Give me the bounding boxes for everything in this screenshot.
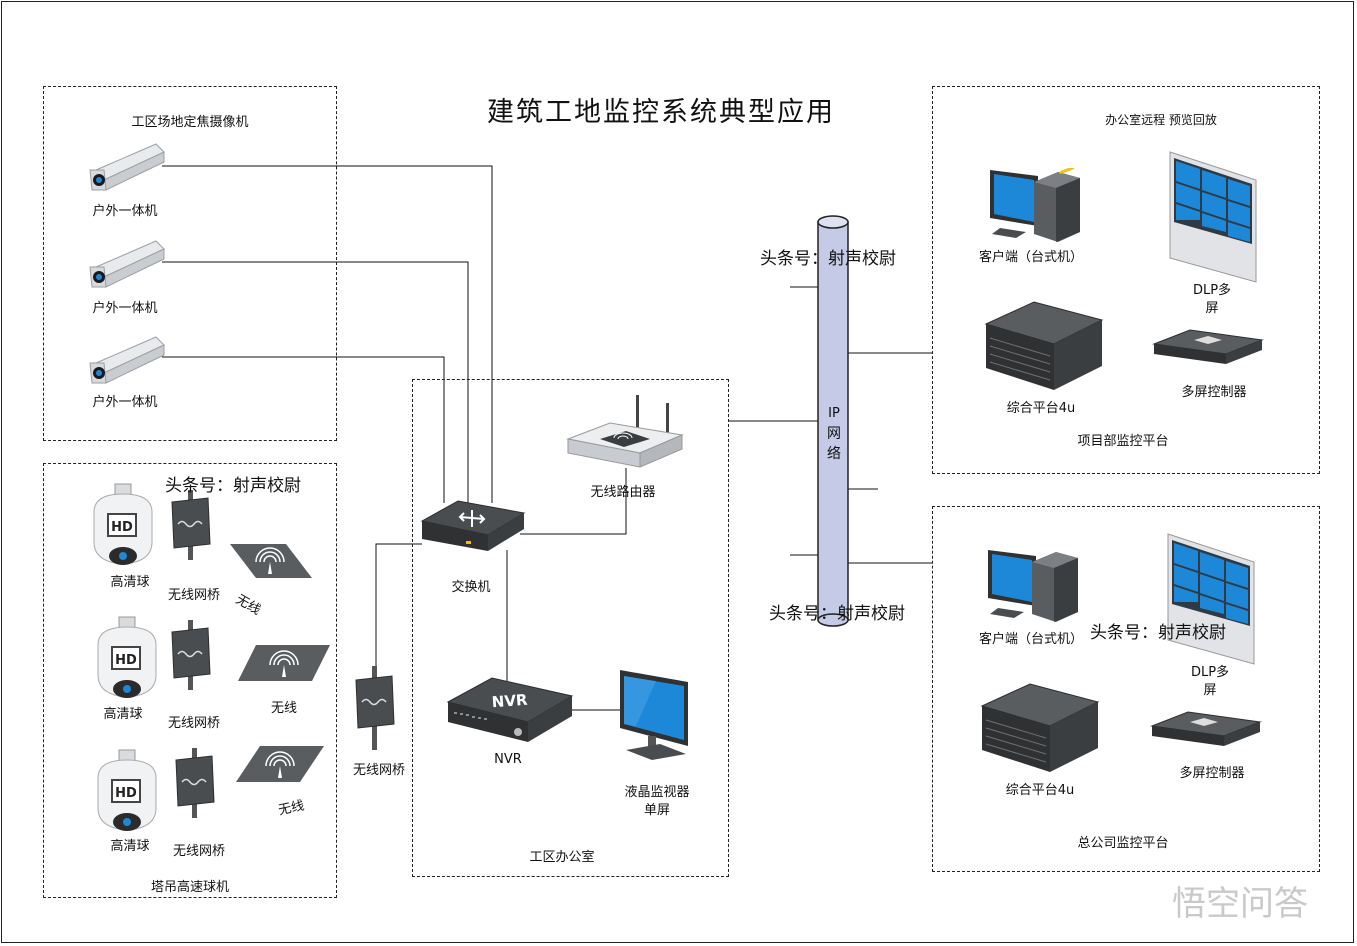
outdoor-camera-icon <box>89 240 165 288</box>
group-site-office <box>412 379 729 877</box>
group-label-project-platform: 项目部监控平台 <box>1077 434 1169 449</box>
group-label-site-cameras: 工区场地定焦摄像机 <box>131 115 249 130</box>
dlp-video-wall-icon <box>1167 533 1255 665</box>
diagram-title: 建筑工地监控系统典型应用 <box>487 97 835 128</box>
hd-dome-icon: HD <box>97 749 157 831</box>
wire-camera3-switch <box>162 356 445 503</box>
hd-badge: HD <box>115 653 137 668</box>
watermark-text: 头条号：射声校尉 <box>769 604 905 624</box>
ip-network-char: IP <box>828 406 840 421</box>
wukong-logo: 悟空问答 <box>1172 884 1308 924</box>
platform-4u-icon <box>984 301 1104 390</box>
wireless-bridge-label: 无线网桥 <box>167 588 221 603</box>
dlp-video-wall-icon <box>1169 151 1257 283</box>
watermark-text: 头条号：射声校尉 <box>760 249 896 269</box>
nvr-icon: NVR <box>446 677 574 742</box>
platform-4u-label: 综合平台4u <box>1005 783 1075 798</box>
hd-badge: HD <box>111 520 133 535</box>
wire-camera1-switch <box>162 165 493 503</box>
group-label-office-remote: 办公室远程 预览回放 <box>1105 113 1217 127</box>
dlp-label: DLP多 <box>1190 665 1230 680</box>
outdoor-camera-label: 户外一体机 <box>92 301 158 316</box>
group-label-hq-platform: 总公司监控平台 <box>1077 836 1169 851</box>
wireless-bridge-label: 无线网桥 <box>167 716 221 731</box>
multi-screen-controller-icon <box>1152 329 1264 364</box>
lcd-monitor-label: 液晶监视器 <box>624 785 690 800</box>
ip-network-label: IP 网 络 <box>827 404 841 464</box>
hd-badge: HD <box>115 786 137 801</box>
multi-screen-controller-label: 多屏控制器 <box>1179 766 1245 781</box>
hd-dome-label: 高清球 <box>103 707 143 722</box>
ip-network-char: 网 <box>827 426 841 442</box>
switch-label: 交换机 <box>451 580 491 595</box>
platform-4u-label: 综合平台4u <box>1006 401 1076 416</box>
group-project-platform <box>932 86 1320 474</box>
outdoor-camera-icon <box>89 336 165 384</box>
outdoor-camera-icon <box>89 143 165 191</box>
wireless-signal-icon <box>236 746 324 782</box>
wireless-bridge-label: 无线网桥 <box>172 844 226 859</box>
wire-camera2-switch <box>162 261 469 503</box>
hd-dome-label: 高清球 <box>110 575 150 590</box>
group-site-cameras <box>43 86 337 441</box>
wireless-bridge-icon <box>355 666 395 750</box>
desktop-client-icon <box>988 550 1078 622</box>
wireless-bridge-icon <box>175 748 215 818</box>
watermark-text: 头条号：射声校尉 <box>1090 623 1226 643</box>
hd-dome-label: 高清球 <box>110 839 150 854</box>
wire-switch-router <box>520 468 627 535</box>
wireless-bridge-label: 无线网桥 <box>352 763 406 778</box>
switch-icon <box>420 500 526 551</box>
wireless-label: 无线 <box>270 701 298 716</box>
wireless-signal-icon <box>238 645 330 681</box>
multi-screen-controller-label: 多屏控制器 <box>1181 385 1247 400</box>
lcd-monitor-icon <box>620 670 688 760</box>
wireless-signal-icon <box>230 544 312 578</box>
dlp-label-2: 屏 <box>1205 301 1219 316</box>
outdoor-camera-label: 户外一体机 <box>92 204 158 219</box>
ip-network-char: 络 <box>827 446 841 462</box>
nvr-badge: NVR <box>491 691 528 711</box>
desktop-client-icon <box>990 168 1080 242</box>
outdoor-camera-label: 户外一体机 <box>92 395 158 410</box>
multi-screen-controller-icon <box>1150 711 1262 746</box>
wireless-router-label: 无线路由器 <box>590 485 656 500</box>
dlp-label-2: 屏 <box>1203 683 1217 698</box>
ip-network-pipe <box>817 215 849 627</box>
dlp-label: DLP多 <box>1192 283 1232 298</box>
lcd-monitor-label-2: 单屏 <box>643 803 671 818</box>
watermark-text: 头条号：射声校尉 <box>165 476 301 496</box>
group-label-site-office: 工区办公室 <box>529 850 595 865</box>
desktop-client-label: 客户端（台式机） <box>978 250 1084 265</box>
hd-dome-icon: HD <box>97 616 157 698</box>
platform-4u-icon <box>980 683 1100 772</box>
desktop-client-label: 客户端（台式机） <box>978 632 1084 647</box>
wire-bridge-switch <box>375 543 422 683</box>
wireless-bridge-icon <box>171 490 211 560</box>
hd-dome-icon: HD <box>93 483 153 565</box>
group-tower-domes <box>43 463 337 898</box>
wireless-router-icon <box>566 395 684 468</box>
nvr-label: NVR <box>494 752 522 767</box>
group-hq-platform <box>932 506 1320 872</box>
wireless-bridge-icon <box>171 620 211 690</box>
group-label-tower-domes: 塔吊高速球机 <box>150 880 230 895</box>
